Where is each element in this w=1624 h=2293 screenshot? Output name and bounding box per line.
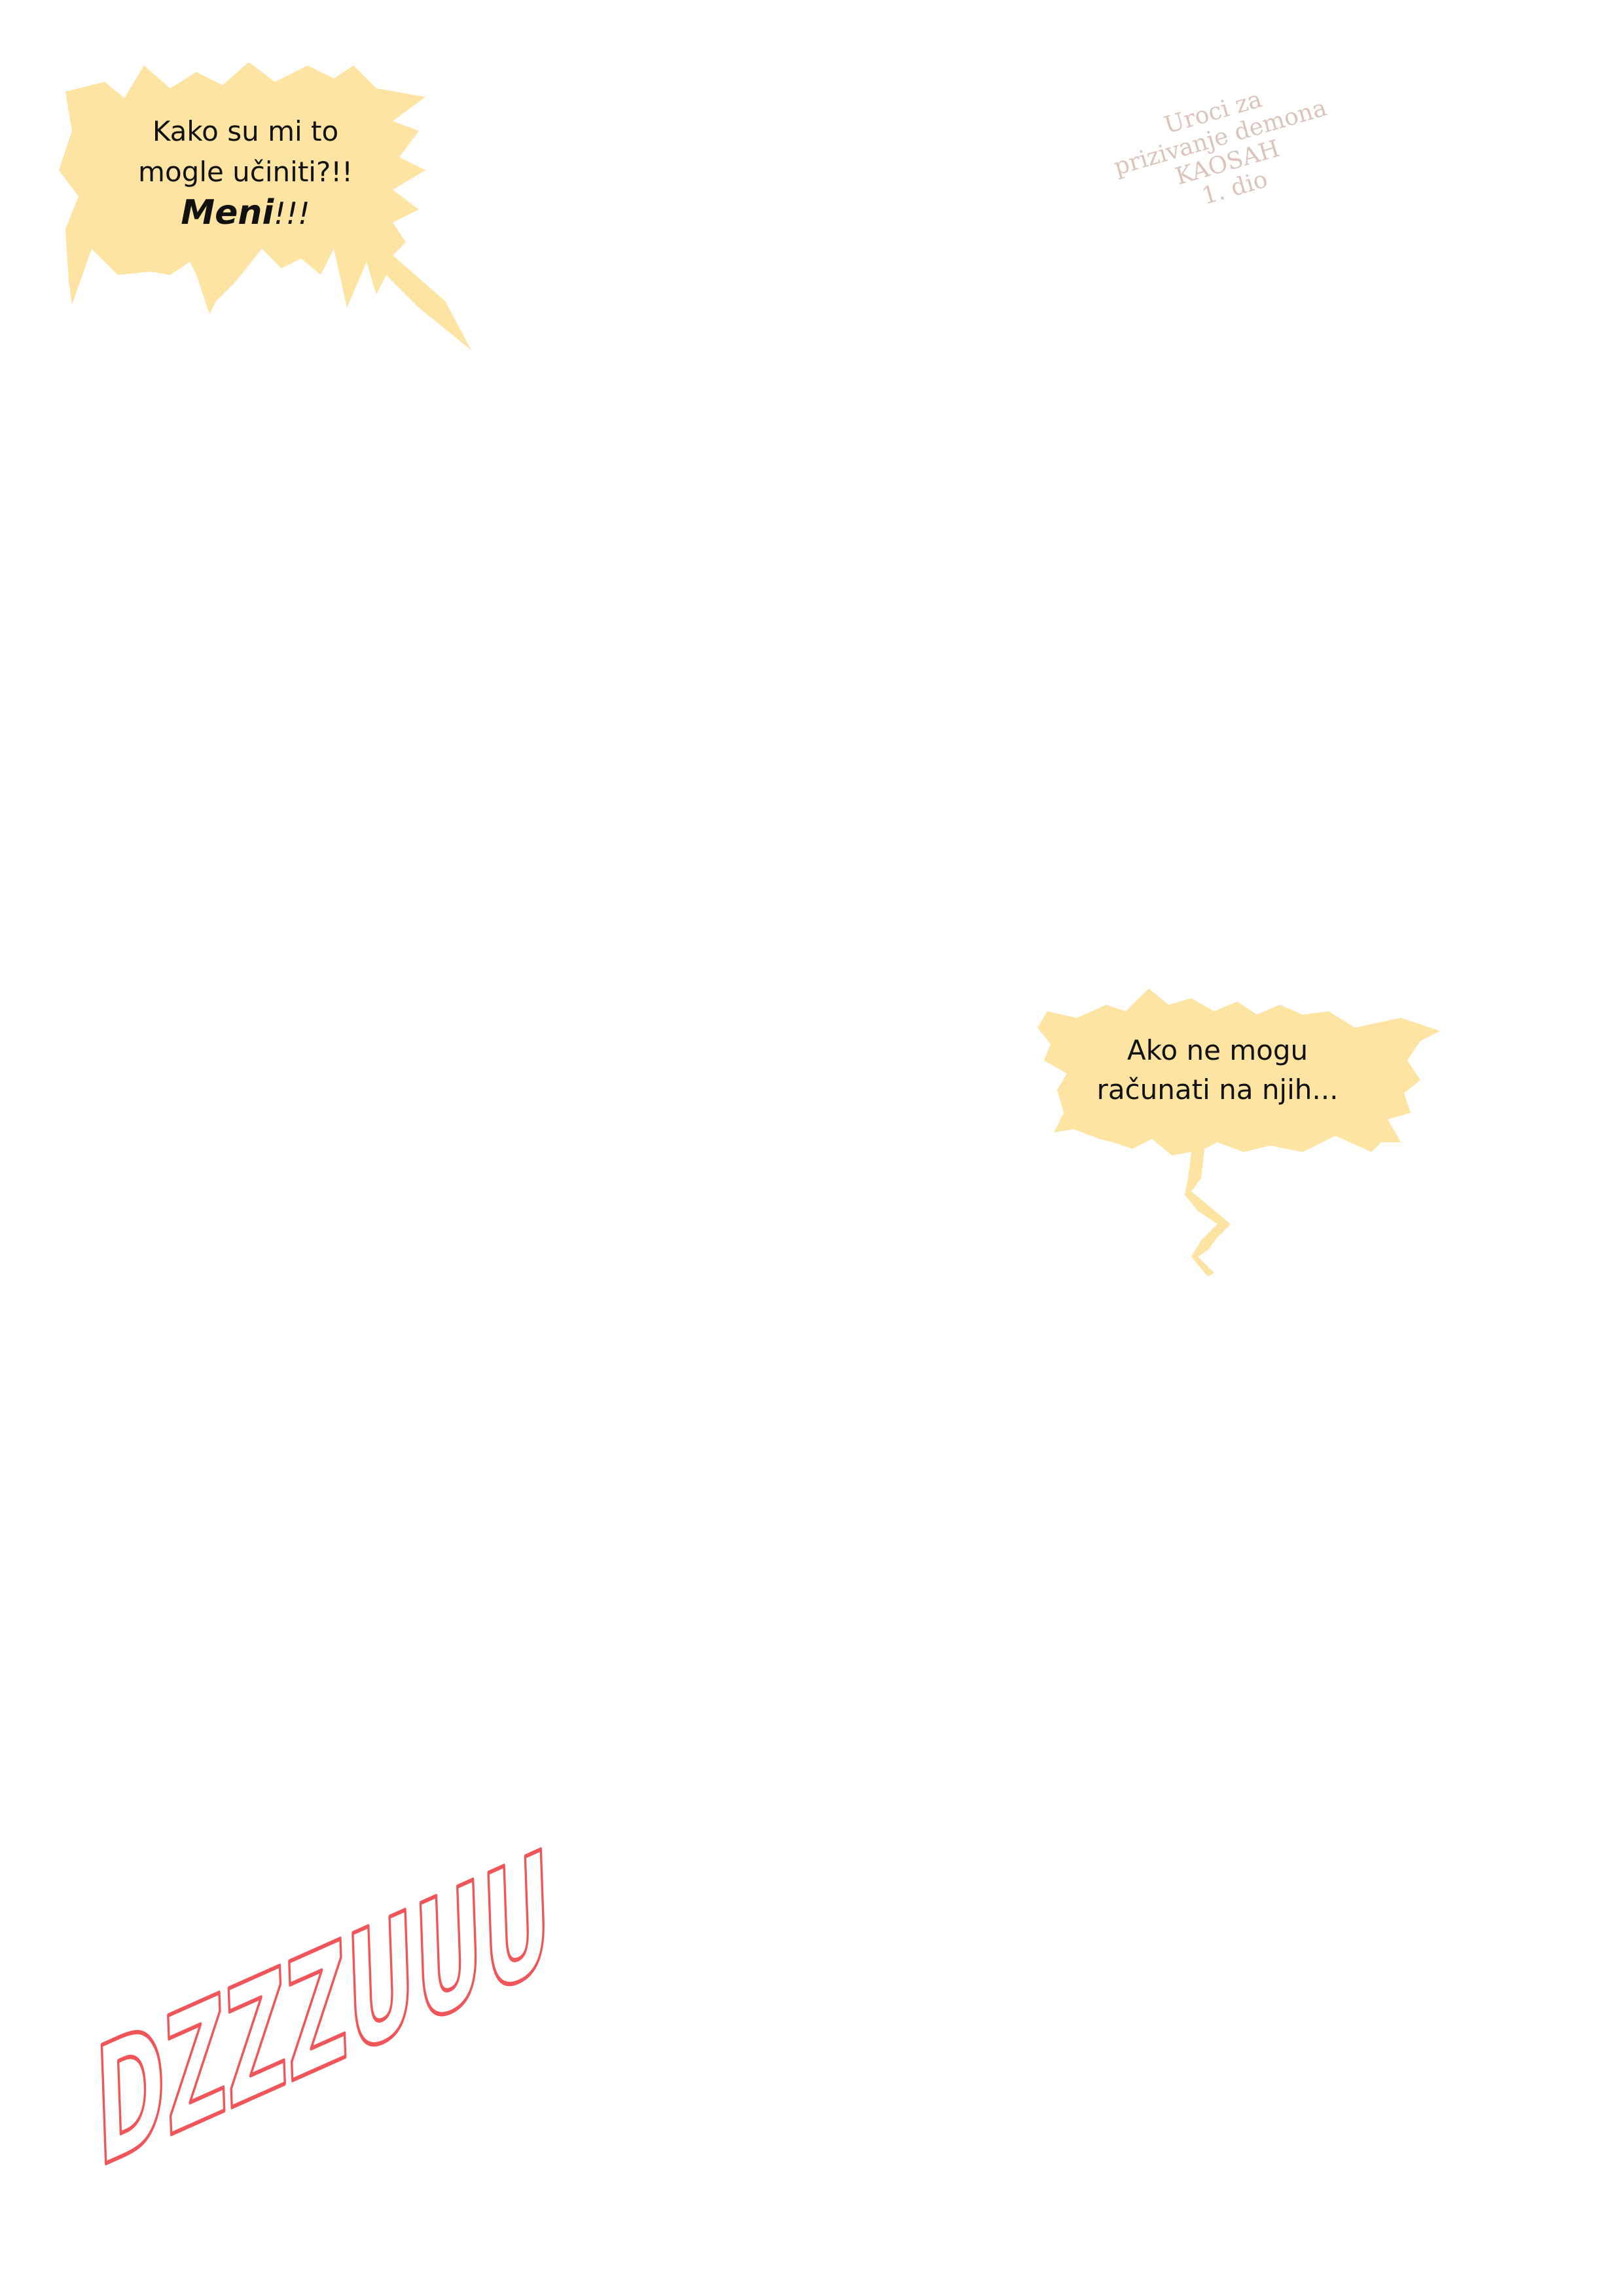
speech-bubble-1-text: Kako su mi to mogle učiniti?!! Meni!!!: [124, 111, 367, 235]
bubble-2-line-1: Ako ne mogu: [1127, 1034, 1308, 1066]
speech-bubble-2-text: Ako ne mogu računati na njih...: [1074, 1031, 1362, 1110]
bubble-1-line-1: Kako su mi to: [152, 115, 339, 147]
bubble-1-line-3: Meni!!!: [124, 192, 367, 235]
speech-bubble-1: [59, 62, 471, 350]
bubble-1-emphasis: Meni: [181, 193, 274, 232]
sound-effect-text: DZZZUUU: [93, 1815, 554, 2205]
bubble-1-line-2: mogle učiniti?!!: [138, 156, 353, 188]
speech-bubble-2: [1038, 988, 1440, 1276]
bubble-1-emphasis-suffix: !!!: [274, 196, 310, 231]
bubble-2-line-2: računati na njih...: [1096, 1074, 1339, 1106]
